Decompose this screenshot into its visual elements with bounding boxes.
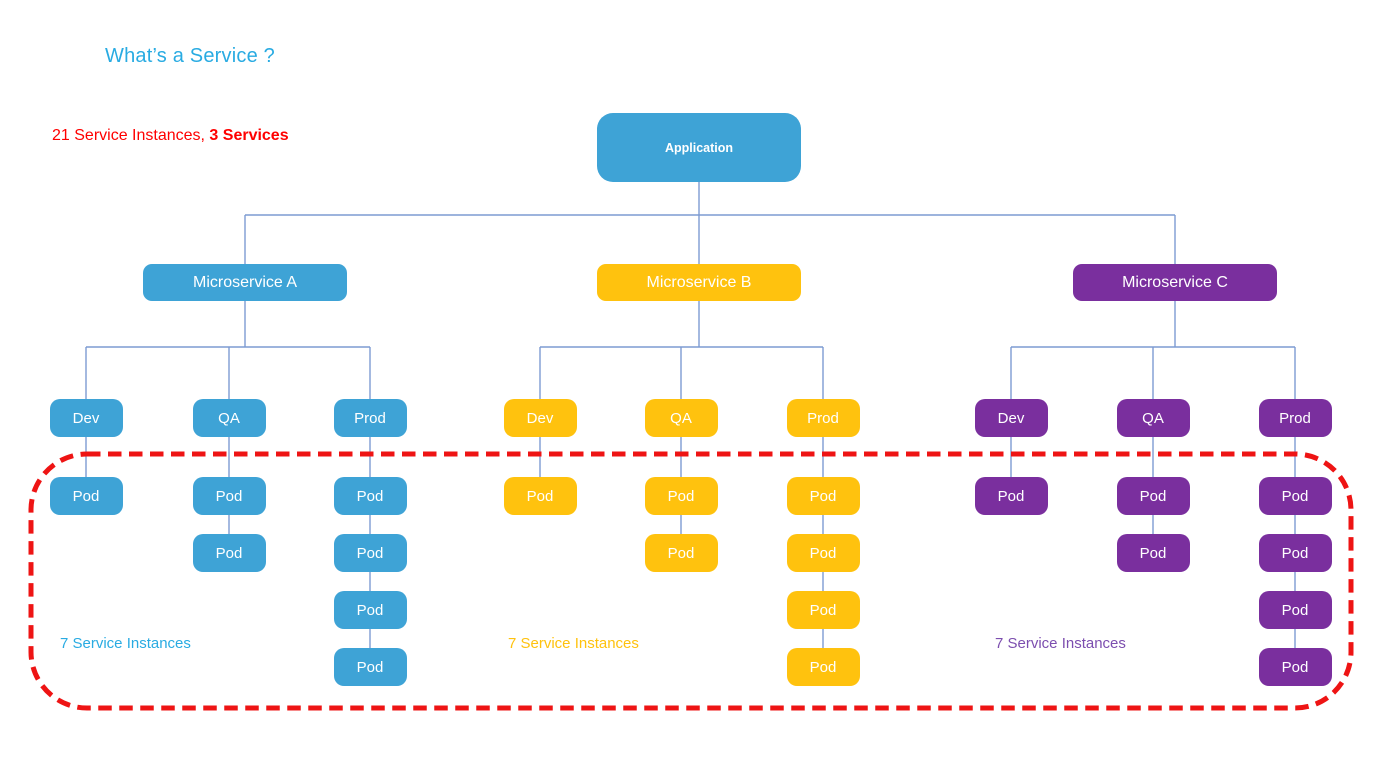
environment-node: Prod (1258, 399, 1332, 437)
environment-node: QA (192, 399, 266, 437)
application-node: Application (597, 113, 801, 182)
environment-node: Dev (49, 399, 123, 437)
pod-node-label: Pod (72, 487, 100, 505)
microservice-node: Microservice A (143, 264, 347, 301)
summary-prefix: 21 Service Instances, (52, 127, 210, 144)
service-instances-count-label: 7 Service Instances (508, 635, 639, 652)
pod-node-label: Pod (356, 658, 384, 676)
pod-node: Pod (333, 648, 407, 686)
pod-node-label: Pod (667, 544, 695, 562)
pod-node: Pod (1258, 648, 1332, 686)
pod-node: Pod (786, 591, 860, 629)
pod-node-label: Pod (215, 487, 243, 505)
environment-node-label: Prod (807, 409, 839, 427)
environment-node: Dev (503, 399, 577, 437)
microservice-node-label: Microservice B (646, 273, 752, 291)
environment-node-label: Prod (1279, 409, 1311, 427)
pod-node-label: Pod (809, 658, 837, 676)
microservice-node: Microservice C (1073, 264, 1277, 301)
pod-node: Pod (192, 477, 266, 515)
pod-node-label: Pod (1139, 487, 1167, 505)
environment-node-label: Prod (354, 409, 386, 427)
pod-node: Pod (333, 534, 407, 572)
environment-node-label: Dev (997, 409, 1025, 427)
environment-node: Prod (786, 399, 860, 437)
pod-node-label: Pod (809, 601, 837, 619)
pod-node: Pod (644, 534, 718, 572)
pod-node: Pod (786, 534, 860, 572)
pod-node: Pod (1258, 477, 1332, 515)
environment-node: Dev (974, 399, 1048, 437)
environment-node: QA (1116, 399, 1190, 437)
pod-node: Pod (786, 648, 860, 686)
pod-node-label: Pod (356, 487, 384, 505)
pod-node: Pod (1258, 534, 1332, 572)
microservice-node: Microservice B (597, 264, 801, 301)
pod-node: Pod (333, 477, 407, 515)
pod-node-label: Pod (1281, 601, 1309, 619)
pod-node-label: Pod (1139, 544, 1167, 562)
pod-node: Pod (192, 534, 266, 572)
microservice-node-label: Microservice A (192, 273, 298, 291)
service-instances-count-label: 7 Service Instances (60, 635, 191, 652)
pod-node-label: Pod (356, 601, 384, 619)
pod-node: Pod (644, 477, 718, 515)
service-instances-highlight-border (28, 451, 1354, 711)
summary-bold: 3 Services (209, 127, 289, 144)
environment-node-label: QA (670, 409, 692, 427)
pod-node: Pod (1116, 477, 1190, 515)
pod-node-label: Pod (997, 487, 1025, 505)
microservice-node-label: Microservice C (1122, 273, 1228, 291)
environment-node-label: QA (218, 409, 240, 427)
application-node-label: Application (664, 140, 734, 155)
environment-node: Prod (333, 399, 407, 437)
pod-node-label: Pod (526, 487, 554, 505)
pod-node-label: Pod (667, 487, 695, 505)
pod-node: Pod (333, 591, 407, 629)
pod-node: Pod (786, 477, 860, 515)
pod-node: Pod (503, 477, 577, 515)
pod-node-label: Pod (809, 487, 837, 505)
pod-node-label: Pod (1281, 658, 1309, 676)
service-instances-count-label: 7 Service Instances (995, 635, 1126, 652)
environment-node: QA (644, 399, 718, 437)
environment-node-label: Dev (72, 409, 100, 427)
page-title: What’s a Service ? (105, 45, 275, 67)
pod-node-label: Pod (809, 544, 837, 562)
pod-node-label: Pod (1281, 487, 1309, 505)
pod-node: Pod (49, 477, 123, 515)
pod-node: Pod (1116, 534, 1190, 572)
environment-node-label: QA (1142, 409, 1164, 427)
pod-node: Pod (974, 477, 1048, 515)
summary-text: 21 Service Instances, 3 Services (52, 127, 289, 145)
pod-node: Pod (1258, 591, 1332, 629)
pod-node-label: Pod (1281, 544, 1309, 562)
pod-node-label: Pod (215, 544, 243, 562)
environment-node-label: Dev (526, 409, 554, 427)
pod-node-label: Pod (356, 544, 384, 562)
